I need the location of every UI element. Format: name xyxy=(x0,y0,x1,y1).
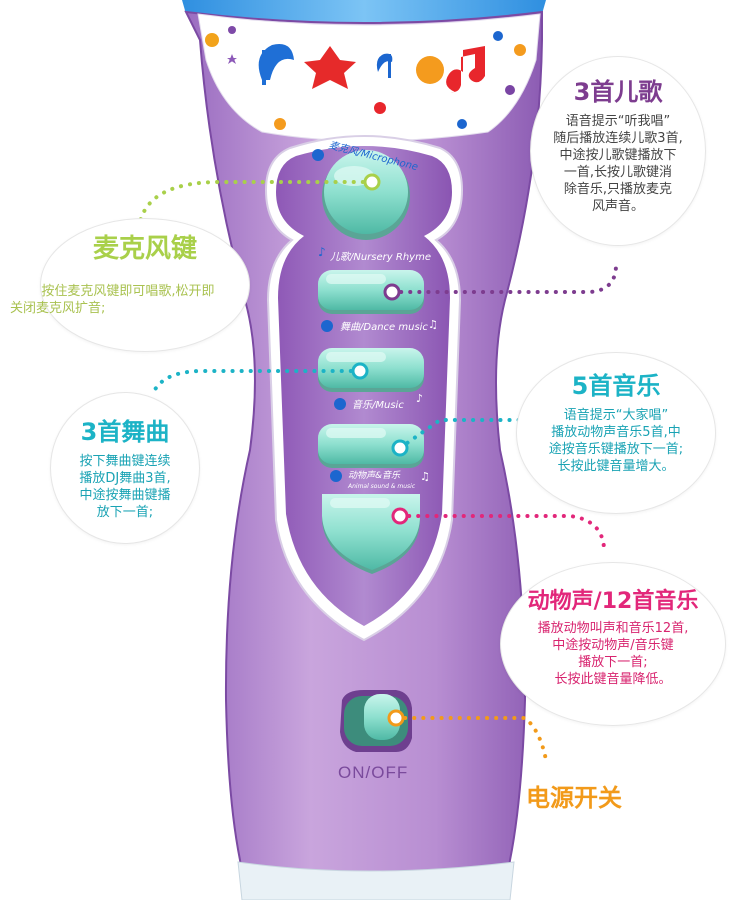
callout-dance-line-1: 按下舞曲键连续 xyxy=(79,453,171,469)
power-switch[interactable] xyxy=(340,690,412,752)
callout-animal-line-2: 中途按动物声/音乐键 xyxy=(552,638,674,654)
callout-microphone-title: 麦克风键 xyxy=(92,234,197,264)
music-button[interactable] xyxy=(318,424,424,468)
callout-animal-line-1: 播放动物叫声和音乐12首, xyxy=(537,621,689,637)
callout-music-line-2: 播放动物声音乐5首,中 xyxy=(551,424,681,440)
music-label: 音乐/Music xyxy=(352,399,404,411)
callout-music-title: 5首音乐 xyxy=(571,372,661,400)
callout-animal-line-4: 长按此键音量降低。 xyxy=(554,672,672,688)
callout-dance: 3首舞曲 按下舞曲键连续 播放DJ舞曲3首, 中途按舞曲键播 放下一首; xyxy=(50,392,200,544)
music-label-icon xyxy=(334,398,346,410)
callout-nursery-rhyme: 3首儿歌 语音提示“听我唱” 随后播放连续儿歌3首, 中途按儿歌键播放下 一首,… xyxy=(530,56,706,246)
callout-music-line-3: 途按音乐键播放下一首; xyxy=(548,441,684,457)
callout-dance-line-4: 放下一首; xyxy=(96,504,154,520)
nursery-rhyme-label: 儿歌/Nursery Rhyme xyxy=(330,251,431,263)
nursery-leader xyxy=(390,263,618,294)
callout-music-line-4: 长按此键音量增大。 xyxy=(557,458,675,474)
callout-microphone-line-2: 关闭麦克风扩音; xyxy=(10,301,106,316)
callout-microphone-line-1: 按住麦克风键即可唱歌,松开即 xyxy=(41,284,215,299)
power-leader xyxy=(394,716,548,762)
note-icon: ♪ xyxy=(416,392,423,405)
music-leader xyxy=(398,418,542,450)
callout-animal-title: 动物声/12首音乐 xyxy=(527,589,699,614)
microphone-base xyxy=(237,861,515,900)
callout-nursery-line-6: 风声音。 xyxy=(591,198,644,214)
microphone-label-icon xyxy=(312,149,324,161)
nursery-rhyme-button[interactable] xyxy=(318,270,424,314)
nursery-rhyme-label-icon: ♪ xyxy=(318,245,326,259)
dance-leader xyxy=(150,369,362,398)
power-switch-label: ON/OFF xyxy=(338,763,408,782)
callout-nursery-line-3: 中途按儿歌键播放下 xyxy=(559,147,677,163)
microphone-leader xyxy=(138,180,374,224)
animal-sound-sublabel: Animal sound & music xyxy=(347,483,416,490)
callout-microphone-desc: 按住麦克风键即可唱歌,松开即 关闭麦克风扩音; xyxy=(4,283,252,317)
dance-label-icon xyxy=(321,320,333,332)
callout-nursery-line-2: 随后播放连续儿歌3首, xyxy=(553,130,683,146)
music-note-decorations xyxy=(205,26,526,130)
animal-label-icon xyxy=(330,470,342,482)
callout-dance-line-3: 中途按舞曲键播 xyxy=(79,487,171,503)
callout-nursery-line-1: 语音提示“听我唱” xyxy=(565,113,671,129)
callout-dance-title: 3首舞曲 xyxy=(80,418,170,446)
callout-nursery-title: 3首儿歌 xyxy=(573,78,663,106)
callout-dance-line-2: 播放DJ舞曲3首, xyxy=(79,470,171,486)
note-icon: ♫ xyxy=(420,470,430,483)
callout-animal-line-3: 播放下一首; xyxy=(578,655,648,671)
animal-sound-label: 动物声&音乐 xyxy=(348,470,401,481)
callout-power-title: 电源开关 xyxy=(526,784,622,812)
dance-music-button[interactable] xyxy=(318,348,424,392)
callout-animal-sound: 动物声/12首音乐 播放动物叫声和音乐12首, 中途按动物声/音乐键 播放下一首… xyxy=(500,562,726,726)
callout-microphone: 麦克风键 xyxy=(40,218,250,352)
note-icon: ♫ xyxy=(428,318,438,331)
microphone-top-cap xyxy=(182,0,546,23)
callout-music-line-1: 语音提示“大家唱” xyxy=(563,407,669,423)
callout-music: 5首音乐 语音提示“大家唱” 播放动物声音乐5首,中 途按音乐键播放下一首; 长… xyxy=(516,352,716,514)
callout-nursery-line-4: 一首,长按儿歌键消 xyxy=(563,164,673,180)
dance-music-label: 舞曲/Dance music xyxy=(340,321,428,333)
callout-nursery-line-5: 除音乐,只播放麦克 xyxy=(563,181,673,197)
microphone-collar xyxy=(197,13,541,142)
